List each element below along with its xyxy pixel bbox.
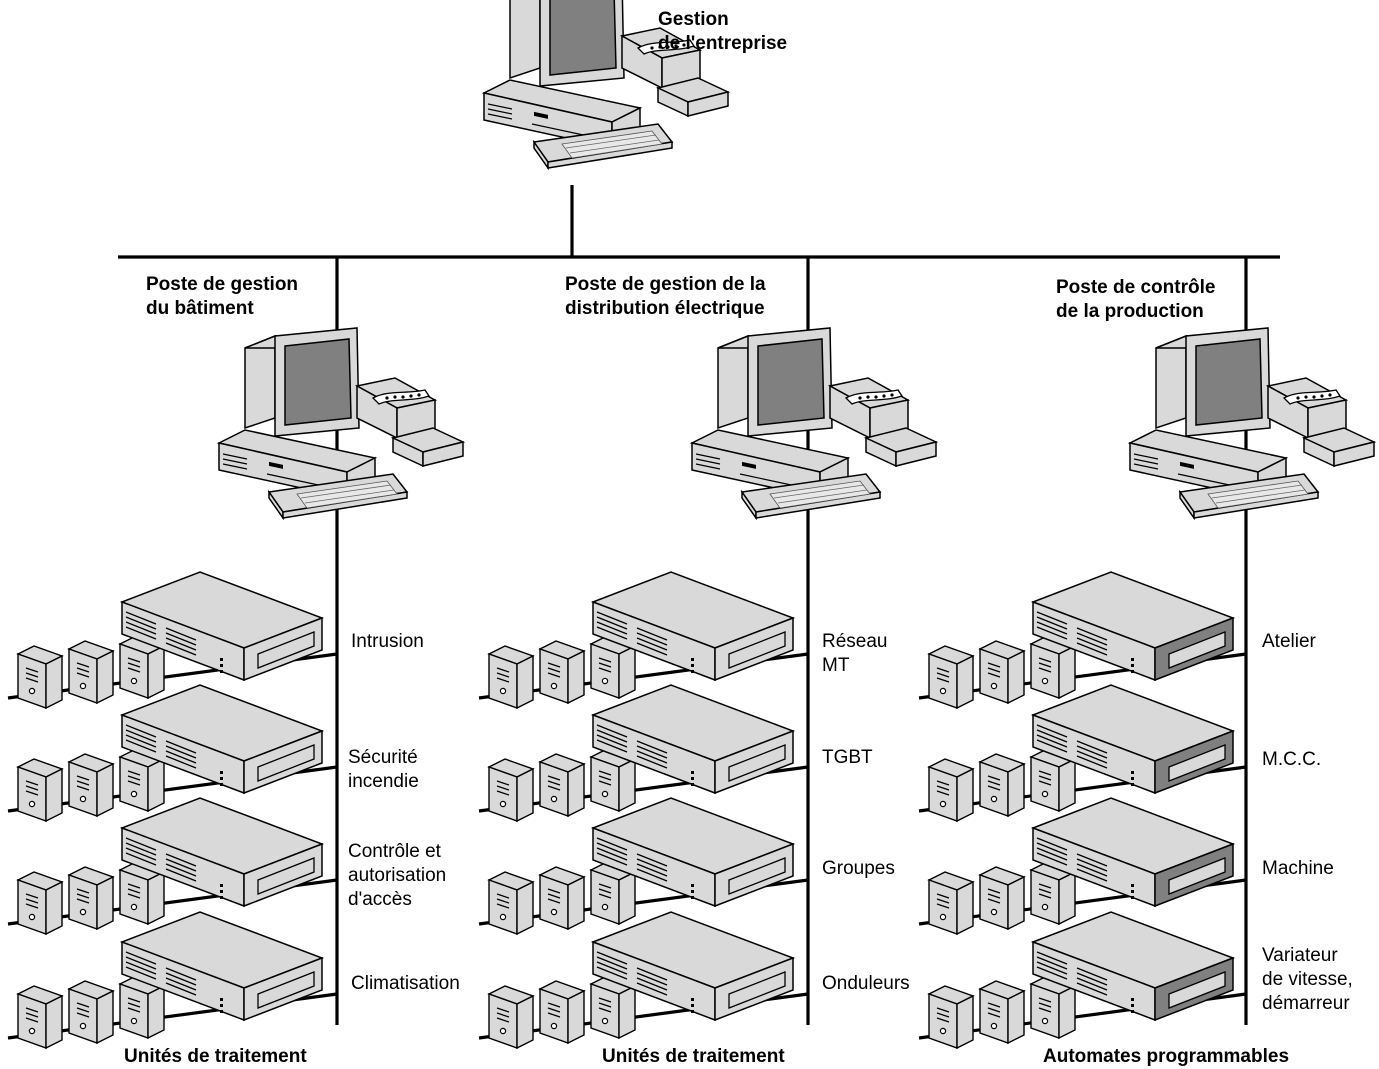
terminal-device [17,985,63,1049]
station-label-building: Poste de gestion du bâtiment [146,274,299,319]
terminal-device [979,640,1025,704]
terminal-device [539,980,585,1044]
station-label-production: Poste de contrôle de la production [1056,277,1216,322]
terminal-device [68,640,114,704]
terminal-device [488,985,534,1049]
unit-label-machine: Machine [1262,858,1334,879]
unit-label-mcc: M.C.C. [1262,749,1322,770]
terminal-device [68,753,114,817]
terminal-device [928,758,974,822]
terminal-device [928,985,974,1049]
terminal-device [17,871,63,935]
unit-label-intrusion: Intrusion [351,631,424,652]
terminal-device [488,645,534,709]
terminal-device [68,980,114,1044]
top-station-label: Gestion de l'entreprise [658,9,788,54]
terminal-device [539,866,585,930]
terminal-device [928,645,974,709]
terminal-device [539,640,585,704]
station-computer [1129,327,1375,519]
unit-label-access-control: Contrôle et autorisation d'accès [348,841,447,910]
station-label-electrical: Poste de gestion de la distribution élec… [565,274,766,319]
unit-label-hvac: Climatisation [351,973,460,994]
unit-label-lv-board: TGBT [822,747,873,768]
station-computer [218,327,464,519]
footer-label-production: Automates programmables [1043,1046,1290,1067]
devices [17,0,1375,1049]
terminal-device [979,866,1025,930]
terminal-device [979,980,1025,1044]
terminal-device [539,753,585,817]
unit-label-generators: Groupes [822,858,895,879]
terminal-device [928,871,974,935]
unit-label-mv-network: Réseau MT [822,631,888,676]
terminal-device [17,758,63,822]
station-computer [691,327,937,519]
footer-label-electrical: Unités de traitement [602,1046,785,1067]
terminal-device [488,871,534,935]
unit-label-ups: Onduleurs [822,973,910,994]
footer-label-building: Unités de traitement [124,1046,307,1067]
terminal-device [979,753,1025,817]
terminal-device [68,866,114,930]
unit-label-workshop: Atelier [1262,631,1316,652]
unit-label-fire-safety: Sécurité incendie [348,747,419,792]
terminal-device [17,645,63,709]
terminal-device [488,758,534,822]
unit-label-drive-starter: Variateur de vitesse, démarreur [1262,945,1353,1014]
